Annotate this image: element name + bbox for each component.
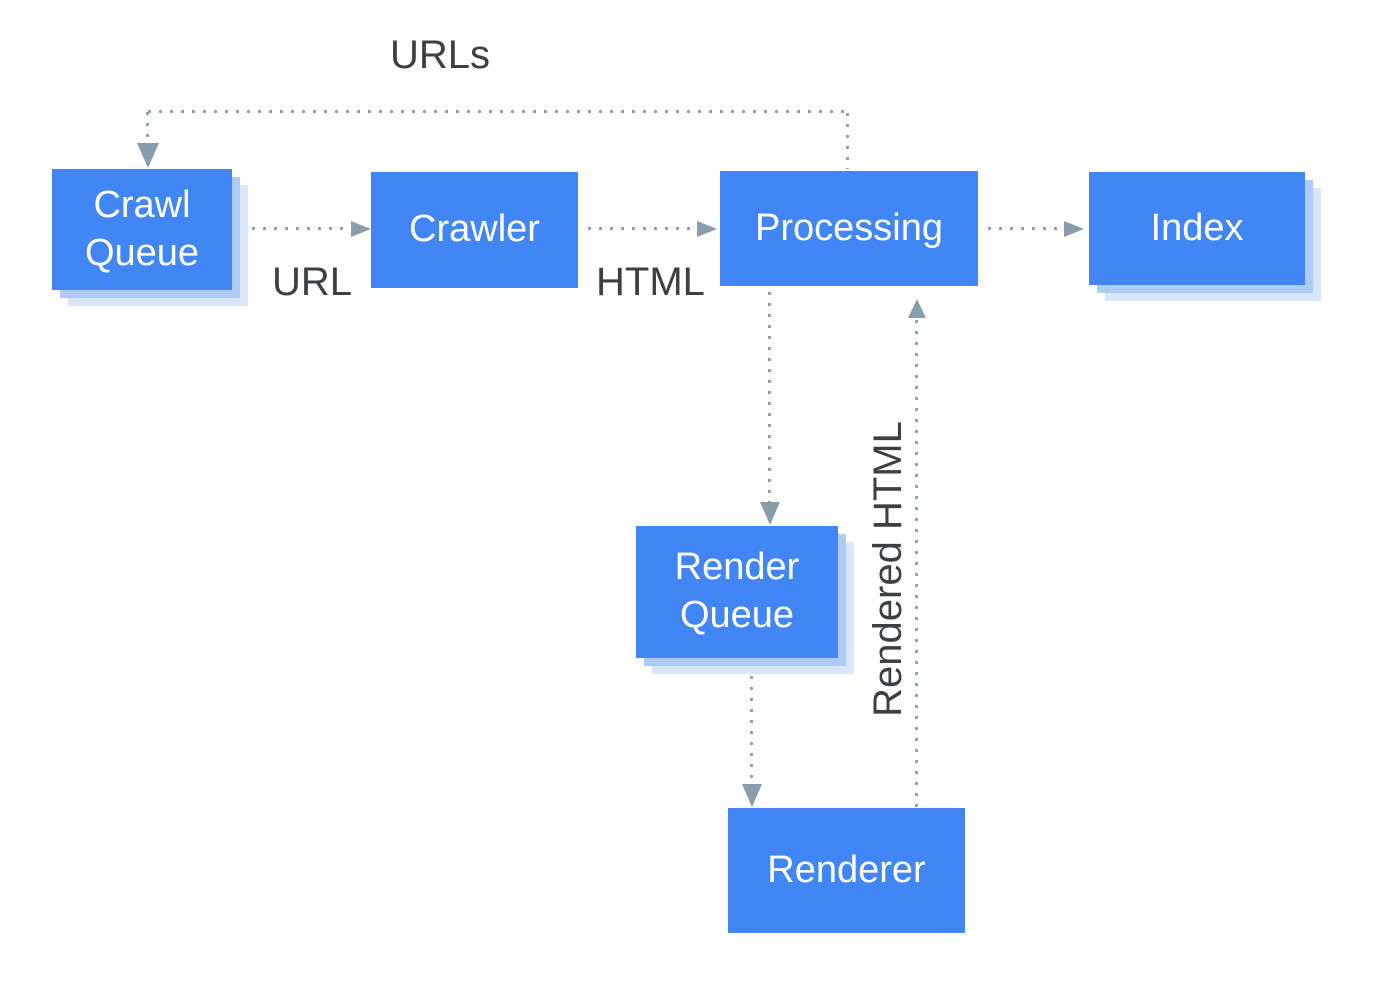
edge-processing-to-index <box>988 227 1062 230</box>
edge-processing-to-render-queue <box>768 292 771 502</box>
edge-processing-to-crawl-queue-right <box>846 113 849 169</box>
arrow-down-icon <box>137 143 159 168</box>
edge-renderer-to-processing <box>915 320 918 808</box>
node-crawler: Crawler <box>371 172 578 288</box>
edge-crawler-to-processing <box>588 227 698 230</box>
arrow-down-icon <box>742 784 762 807</box>
node-index-label: Index <box>1150 206 1244 249</box>
edge-label-url: URL <box>272 260 353 304</box>
node-index: Index <box>1089 172 1305 285</box>
edge-processing-to-crawl-queue-top <box>148 110 848 113</box>
node-processing-label: Processing <box>755 206 943 249</box>
edge-crawl-queue-to-crawler <box>252 227 352 230</box>
node-processing: Processing <box>720 171 978 286</box>
arrow-right-icon <box>697 221 717 237</box>
node-renderer-label: Renderer <box>767 848 926 891</box>
node-crawler-label: Crawler <box>409 208 540 251</box>
edge-processing-to-crawl-queue-left <box>146 112 149 144</box>
arrow-up-icon <box>908 299 926 318</box>
node-crawl-queue-label: Crawl Queue <box>84 183 200 274</box>
edge-render-queue-to-renderer <box>750 676 753 782</box>
arrow-right-icon <box>1064 221 1084 237</box>
arrow-down-icon <box>760 502 780 525</box>
node-crawl-queue: Crawl Queue <box>52 169 232 290</box>
edge-label-rendered-html: Rendered HTML <box>865 421 910 717</box>
node-render-queue-label: Render Queue <box>674 546 800 636</box>
node-renderer: Renderer <box>728 808 965 933</box>
edge-label-html: HTML <box>596 260 705 304</box>
edge-label-urls: URLs <box>390 33 491 77</box>
arrow-right-icon <box>351 221 371 237</box>
node-render-queue: Render Queue <box>636 526 838 658</box>
